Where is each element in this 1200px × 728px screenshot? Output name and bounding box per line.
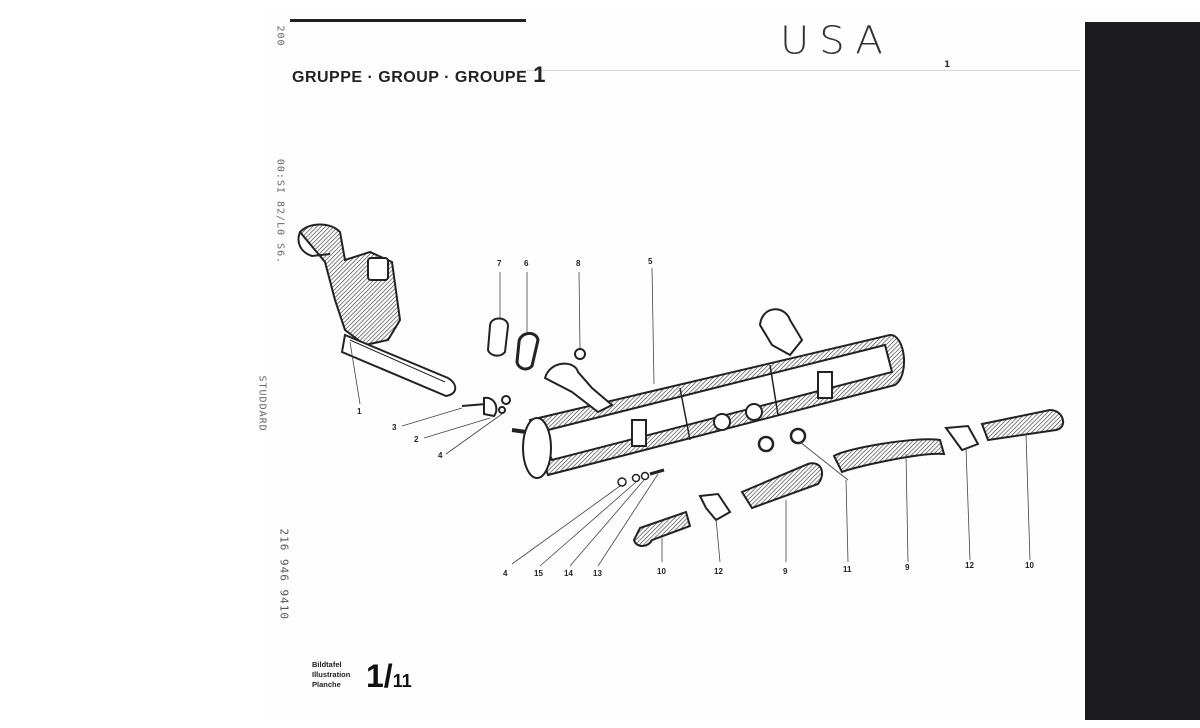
- catalog-sheet: [270, 8, 1200, 720]
- callout-6: 6: [524, 259, 529, 268]
- part-10-tailpipe-short: [632, 510, 692, 547]
- callout-9-lower: 9: [783, 567, 788, 576]
- callout-8: 8: [576, 259, 581, 268]
- callout-12-upper: 12: [965, 561, 974, 570]
- header-rule: [520, 70, 1080, 71]
- callout-15: 15: [534, 569, 543, 578]
- part-clamp-bolt: [461, 395, 511, 418]
- part-6-gasket: [515, 332, 540, 371]
- part-9-pipe-upper: [832, 438, 946, 474]
- plate-label-fr: Planche: [312, 680, 341, 689]
- part-11-clamps: [757, 427, 807, 453]
- top-right-mark: 1: [944, 60, 951, 70]
- callout-12-lower: 12: [714, 567, 723, 576]
- callout-1: 1: [357, 407, 362, 416]
- callout-2: 2: [414, 435, 419, 444]
- callout-5: 5: [648, 257, 653, 266]
- callout-13: 13: [593, 569, 602, 578]
- part-muffler: [511, 308, 906, 479]
- callout-4-upper: 4: [438, 451, 443, 460]
- callout-11: 11: [843, 565, 852, 574]
- callout-7: 7: [497, 259, 502, 268]
- part-9-pipe-lower: [740, 462, 824, 510]
- callout-3: 3: [392, 423, 397, 432]
- leader-lines: [349, 267, 1031, 567]
- scan-dark-edge: [1085, 22, 1200, 720]
- part-heat-exchanger: [297, 223, 457, 398]
- callout-14: 14: [564, 569, 573, 578]
- group-header-text: GRUPPE · GROUP · GROUPE: [292, 69, 528, 86]
- plate-number: 1/11: [366, 658, 412, 695]
- plate-label: Bildtafel Illustration Planche: [312, 660, 350, 690]
- group-header: GRUPPE · GROUP · GROUPE 1: [292, 62, 546, 88]
- callout-4-lower: 4: [503, 569, 508, 578]
- part-8-nut: [574, 348, 586, 360]
- plate-number-main: 1/: [366, 658, 393, 694]
- callout-10-lower: 10: [657, 567, 666, 576]
- callout-labels: 1 2 3 4 5 6 7 8 4 15 14 13 10 12 9 11 9 …: [357, 257, 1034, 578]
- part-7-gasket: [486, 317, 510, 357]
- callout-9-upper: 9: [905, 563, 910, 572]
- part-12-clamp-lower: [698, 492, 732, 522]
- plate-label-en: Illustration: [312, 670, 351, 679]
- part-12-clamp-upper: [944, 424, 980, 452]
- part-washers: [617, 468, 665, 487]
- top-rule: [290, 19, 526, 22]
- plate-label-de: Bildtafel: [312, 660, 342, 669]
- group-number: 1: [533, 62, 546, 87]
- part-10-tailpipe-long: [980, 408, 1065, 442]
- callout-10-upper: 10: [1025, 561, 1034, 570]
- handwritten-annotation: USA: [780, 19, 893, 63]
- plate-number-sub: 11: [392, 671, 412, 691]
